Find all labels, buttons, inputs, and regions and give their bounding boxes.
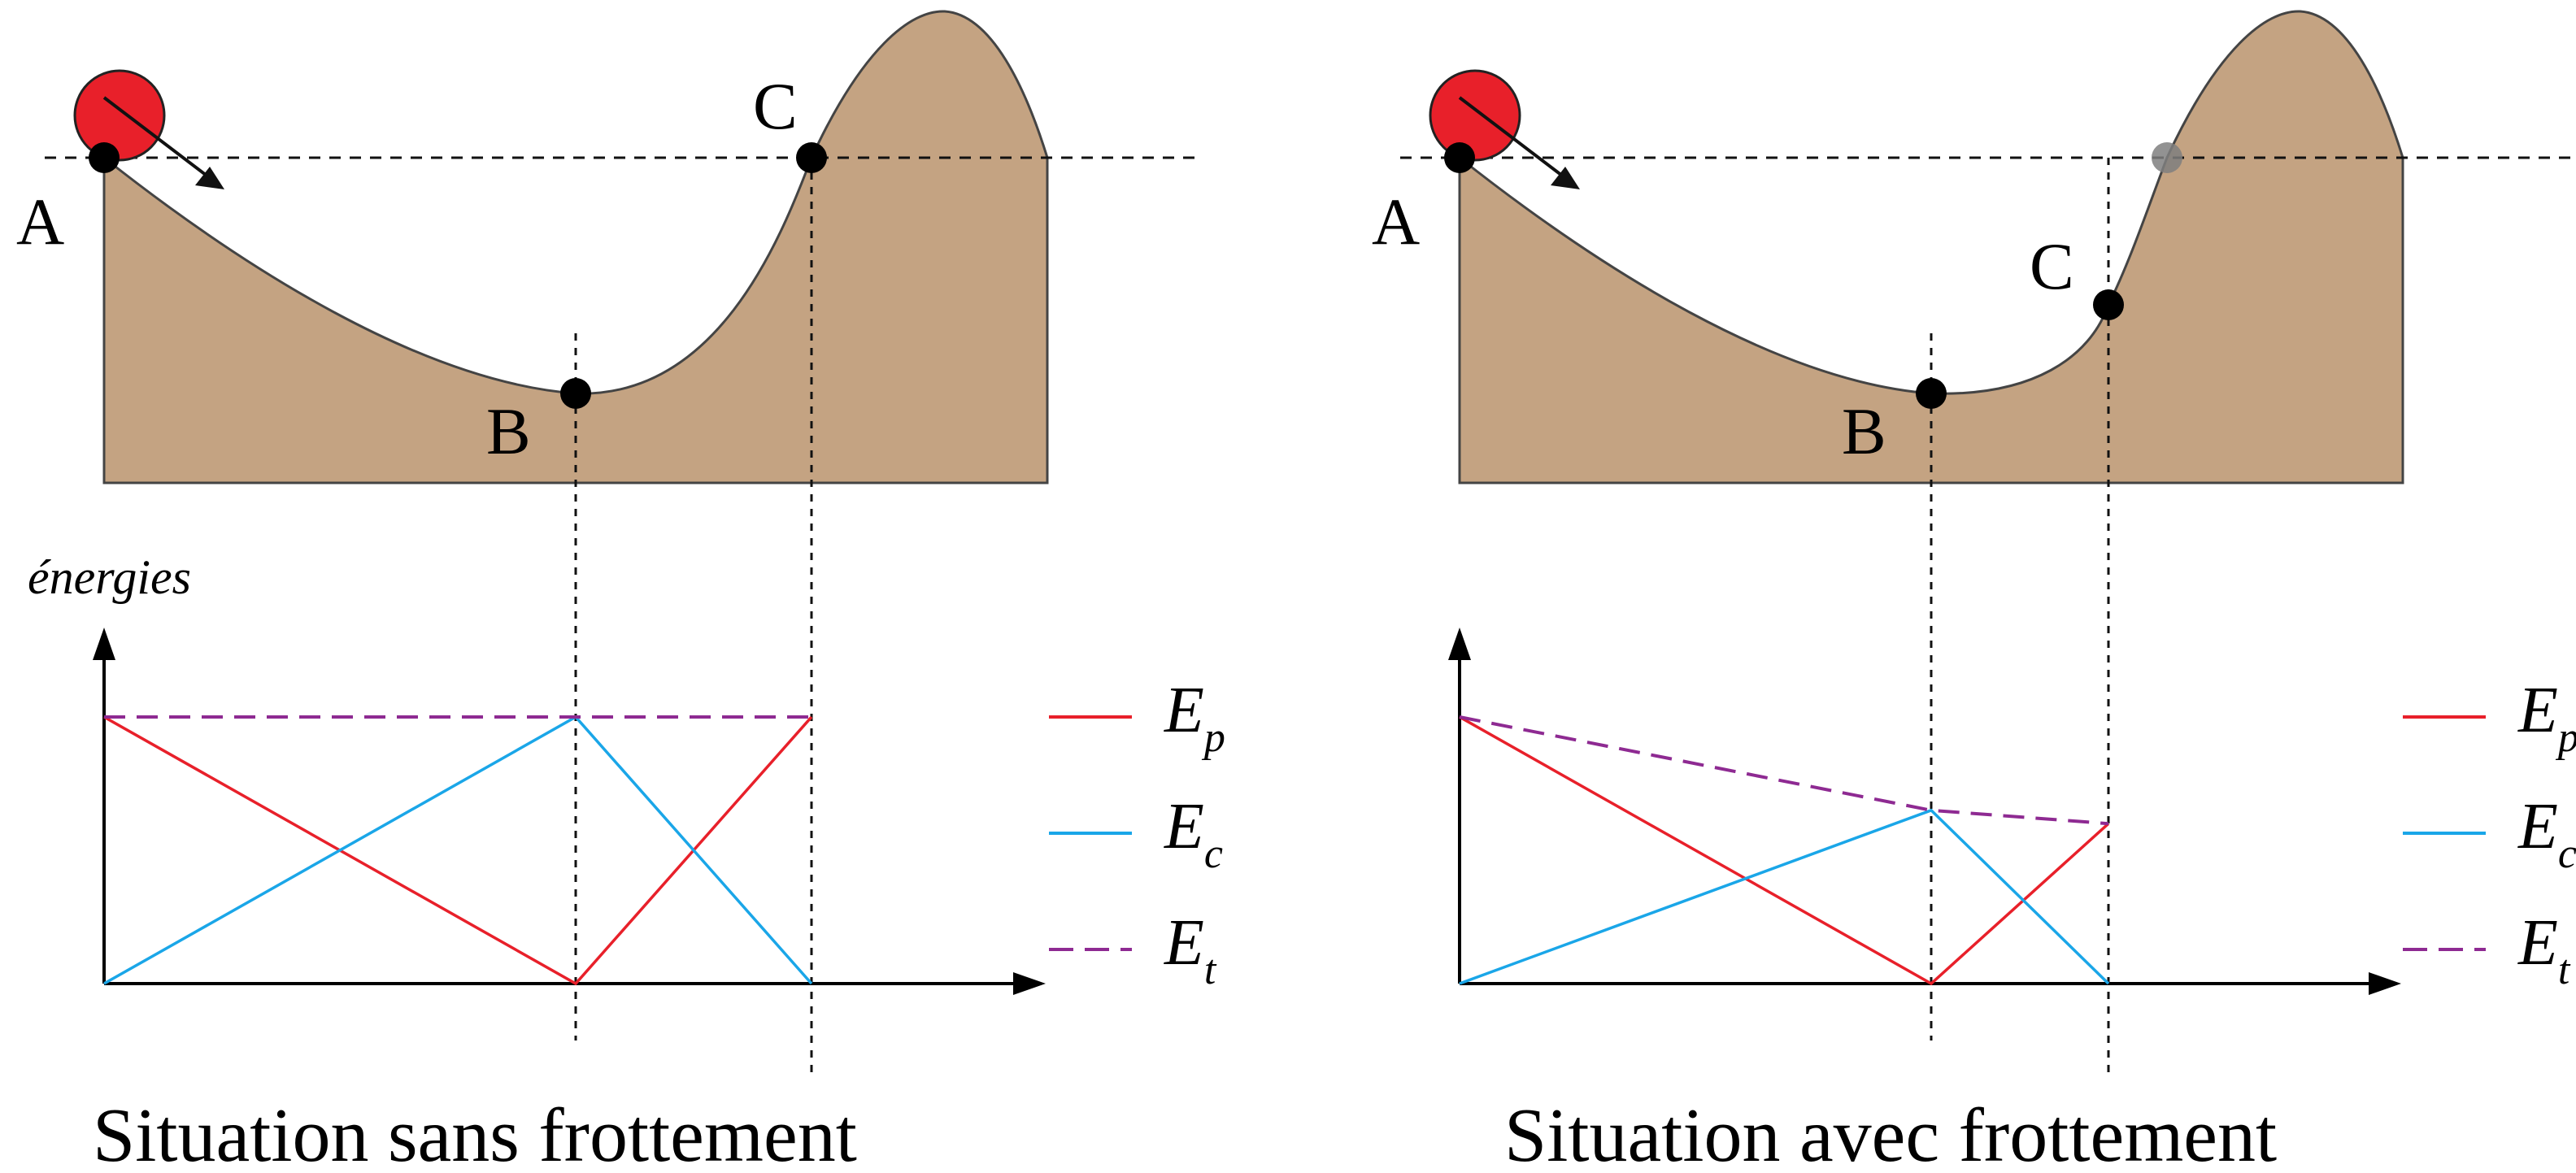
left-line-ep bbox=[103, 715, 813, 986]
right-y-axis-arrowhead bbox=[1448, 628, 1471, 660]
right-label-c: C bbox=[2030, 229, 2074, 303]
right-legend: Ep Ec Et bbox=[2403, 675, 2576, 993]
right-x-axis-arrowhead bbox=[2369, 972, 2401, 995]
right-velocity-arrow bbox=[1458, 96, 1570, 182]
left-ball bbox=[73, 69, 166, 162]
right-line-ec bbox=[1459, 808, 2110, 985]
left-label-c: C bbox=[753, 69, 798, 143]
right-caption: Situation avec frottement bbox=[1504, 1093, 2277, 1173]
right-point-b bbox=[1916, 378, 1947, 409]
right-legend-label-et: Et bbox=[2517, 907, 2571, 993]
left-point-c bbox=[796, 142, 827, 173]
left-legend-label-ep: Ep bbox=[1164, 675, 1225, 761]
right-line-ep bbox=[1459, 715, 2110, 986]
right-legend-label-ep: Ep bbox=[2517, 675, 2576, 761]
left-point-b bbox=[560, 378, 591, 409]
right-ball bbox=[1429, 69, 1521, 162]
left-velocity-arrow bbox=[102, 96, 215, 182]
left-legend-label-ec: Ec bbox=[1164, 791, 1223, 877]
right-point-c bbox=[2093, 289, 2124, 320]
left-y-axis-arrowhead bbox=[93, 628, 115, 660]
right-point-a bbox=[1444, 142, 1475, 173]
right-velocity-arrowhead bbox=[1551, 167, 1580, 189]
right-label-a: A bbox=[1372, 185, 1420, 258]
left-label-a: A bbox=[16, 185, 64, 258]
left-velocity-arrowhead bbox=[195, 167, 224, 189]
left-y-axis-label: énergies bbox=[28, 550, 191, 604]
left-caption: Situation sans frottement bbox=[93, 1093, 857, 1173]
right-line-et bbox=[1459, 715, 2109, 826]
right-legend-label-ec: Ec bbox=[2517, 791, 2576, 877]
right-terrain bbox=[1458, 10, 2404, 484]
left-point-a bbox=[89, 142, 120, 173]
right-label-b: B bbox=[1842, 394, 1886, 468]
left-panel: A B C énergies Ep Ec Et Situation sans f… bbox=[16, 10, 1225, 1173]
left-legend: Ep Ec Et bbox=[1049, 675, 1225, 993]
right-ghost-point bbox=[2152, 142, 2182, 173]
left-x-axis-arrowhead bbox=[1013, 972, 1046, 995]
left-label-b: B bbox=[486, 394, 531, 468]
left-line-ec bbox=[103, 715, 813, 985]
right-panel: A B C Ep Ec Et Situation avec frottement bbox=[1372, 10, 2576, 1173]
left-legend-label-et: Et bbox=[1164, 907, 1217, 993]
